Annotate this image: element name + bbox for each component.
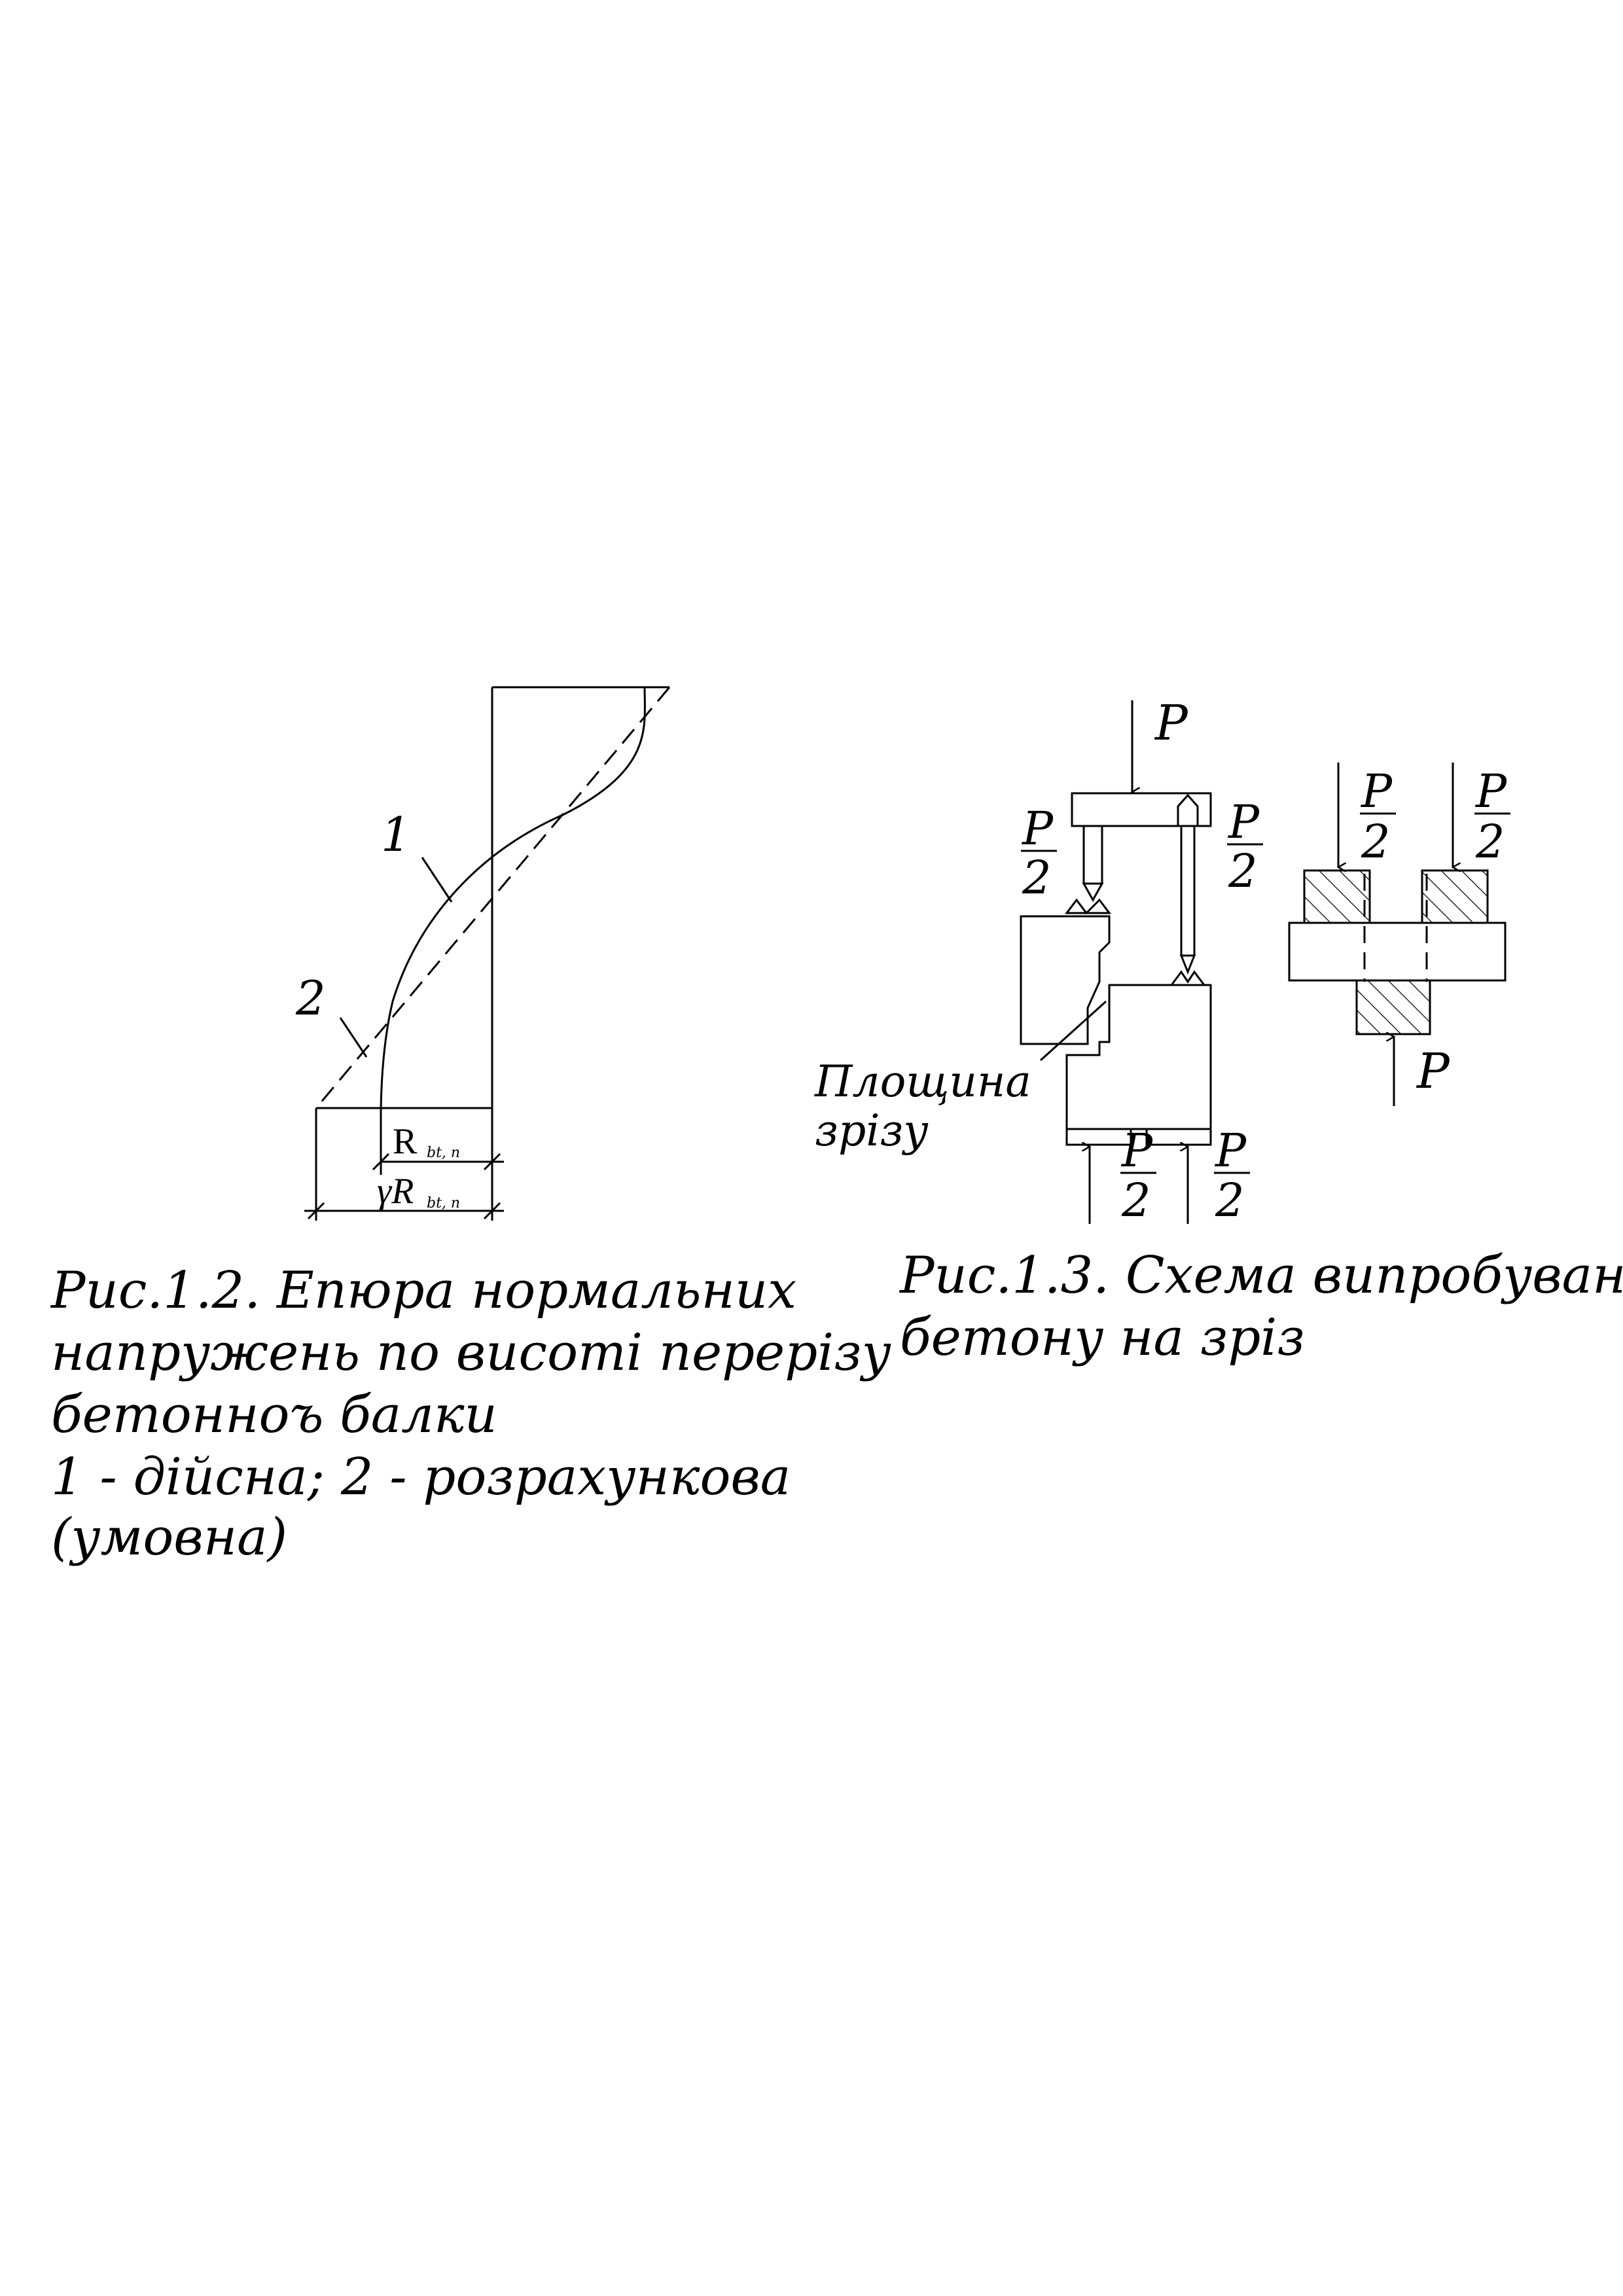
schematic-load-right-num: P [1474,764,1508,818]
curve-1-leader [421,857,453,903]
schematic-bottom-pad [1355,979,1431,1035]
figure-1-2-caption: Рис.1.2. Епюра нормальних напружень по в… [50,1261,891,1567]
curve-1-label: 1 [381,807,411,862]
dim-outer-sub: bt, n [427,1195,460,1211]
top-load-beam [1071,792,1212,827]
specimen-upper-block [1020,915,1111,1045]
schematic-load-right-den: 2 [1475,815,1505,869]
right-half-load-num: P [1227,795,1260,849]
dim-outer-tick-l [307,1202,325,1220]
left-knife-stem [1082,825,1103,885]
bottom-right-half-num: P [1214,1124,1247,1177]
dim-inner-tick-r [483,1153,501,1171]
design-stress-line [315,687,671,1109]
caption-1-2-line-4: 1 - дійсна; 2 - розрахункова [51,1448,791,1507]
figure-1-2-stress-diagram [304,686,671,1221]
caption-1-2-line-3: бетонноъ балки [51,1386,497,1444]
shear-plane-label-line-1: Площина [814,1056,1031,1107]
schematic-load-left-den: 2 [1361,815,1391,869]
shear-plane-label-line-2: зрізу [815,1105,929,1156]
left-half-load-den: 2 [1022,851,1052,905]
bottom-left-half-num: P [1120,1124,1154,1177]
schematic-specimen [1288,922,1507,982]
dim-outer-main: γR [377,1171,414,1211]
dim-inner-sub: bt, n [427,1145,460,1161]
dim-inner-tick-l [372,1153,390,1171]
dim-outer-tick-r [483,1202,501,1220]
schematic-top-pad-right [1421,869,1489,924]
caption-1-2-line-2: напружень по висоті перерізу [51,1323,891,1382]
actual-stress-curve [380,687,646,1109]
bottom-right-half-den: 2 [1215,1174,1245,1227]
curve-2-leader [339,1017,368,1058]
caption-1-3-line-1: Рис.1.3. Схема випробування [899,1246,1623,1305]
bottom-left-half-den: 2 [1121,1174,1151,1227]
left-roller-seat [1065,898,1111,915]
caption-1-2-line-5: (умовна) [51,1508,287,1567]
schematic-reaction-label: P [1416,1043,1450,1100]
schematic-top-pad-left [1303,869,1371,924]
top-load-label: P [1154,695,1188,751]
curve-2-label: 2 [295,971,326,1026]
figure-1-3-caption: Рис.1.3. Схема випробування бетону на зр… [899,1246,1623,1367]
dim-inner-main: R [393,1121,418,1162]
left-half-load-num: P [1021,802,1054,855]
caption-1-2-line-1: Рис.1.2. Епюра нормальних [50,1261,796,1320]
figure-1-3-schematic [1288,762,1510,1106]
schematic-load-left-num: P [1360,764,1393,818]
right-knife-tip [1179,954,1196,975]
bottom-support-plate-left [1065,1128,1132,1146]
bottom-support-plate-right [1145,1128,1212,1146]
specimen-lower-block [1065,984,1212,1130]
right-half-load-den: 2 [1228,844,1258,898]
caption-1-3-line-2: бетону на зріз [900,1308,1305,1367]
left-knife-tip [1082,882,1104,903]
shear-plane-leader [1039,1000,1107,1062]
figure-1-3-test-rig [1020,700,1263,1224]
